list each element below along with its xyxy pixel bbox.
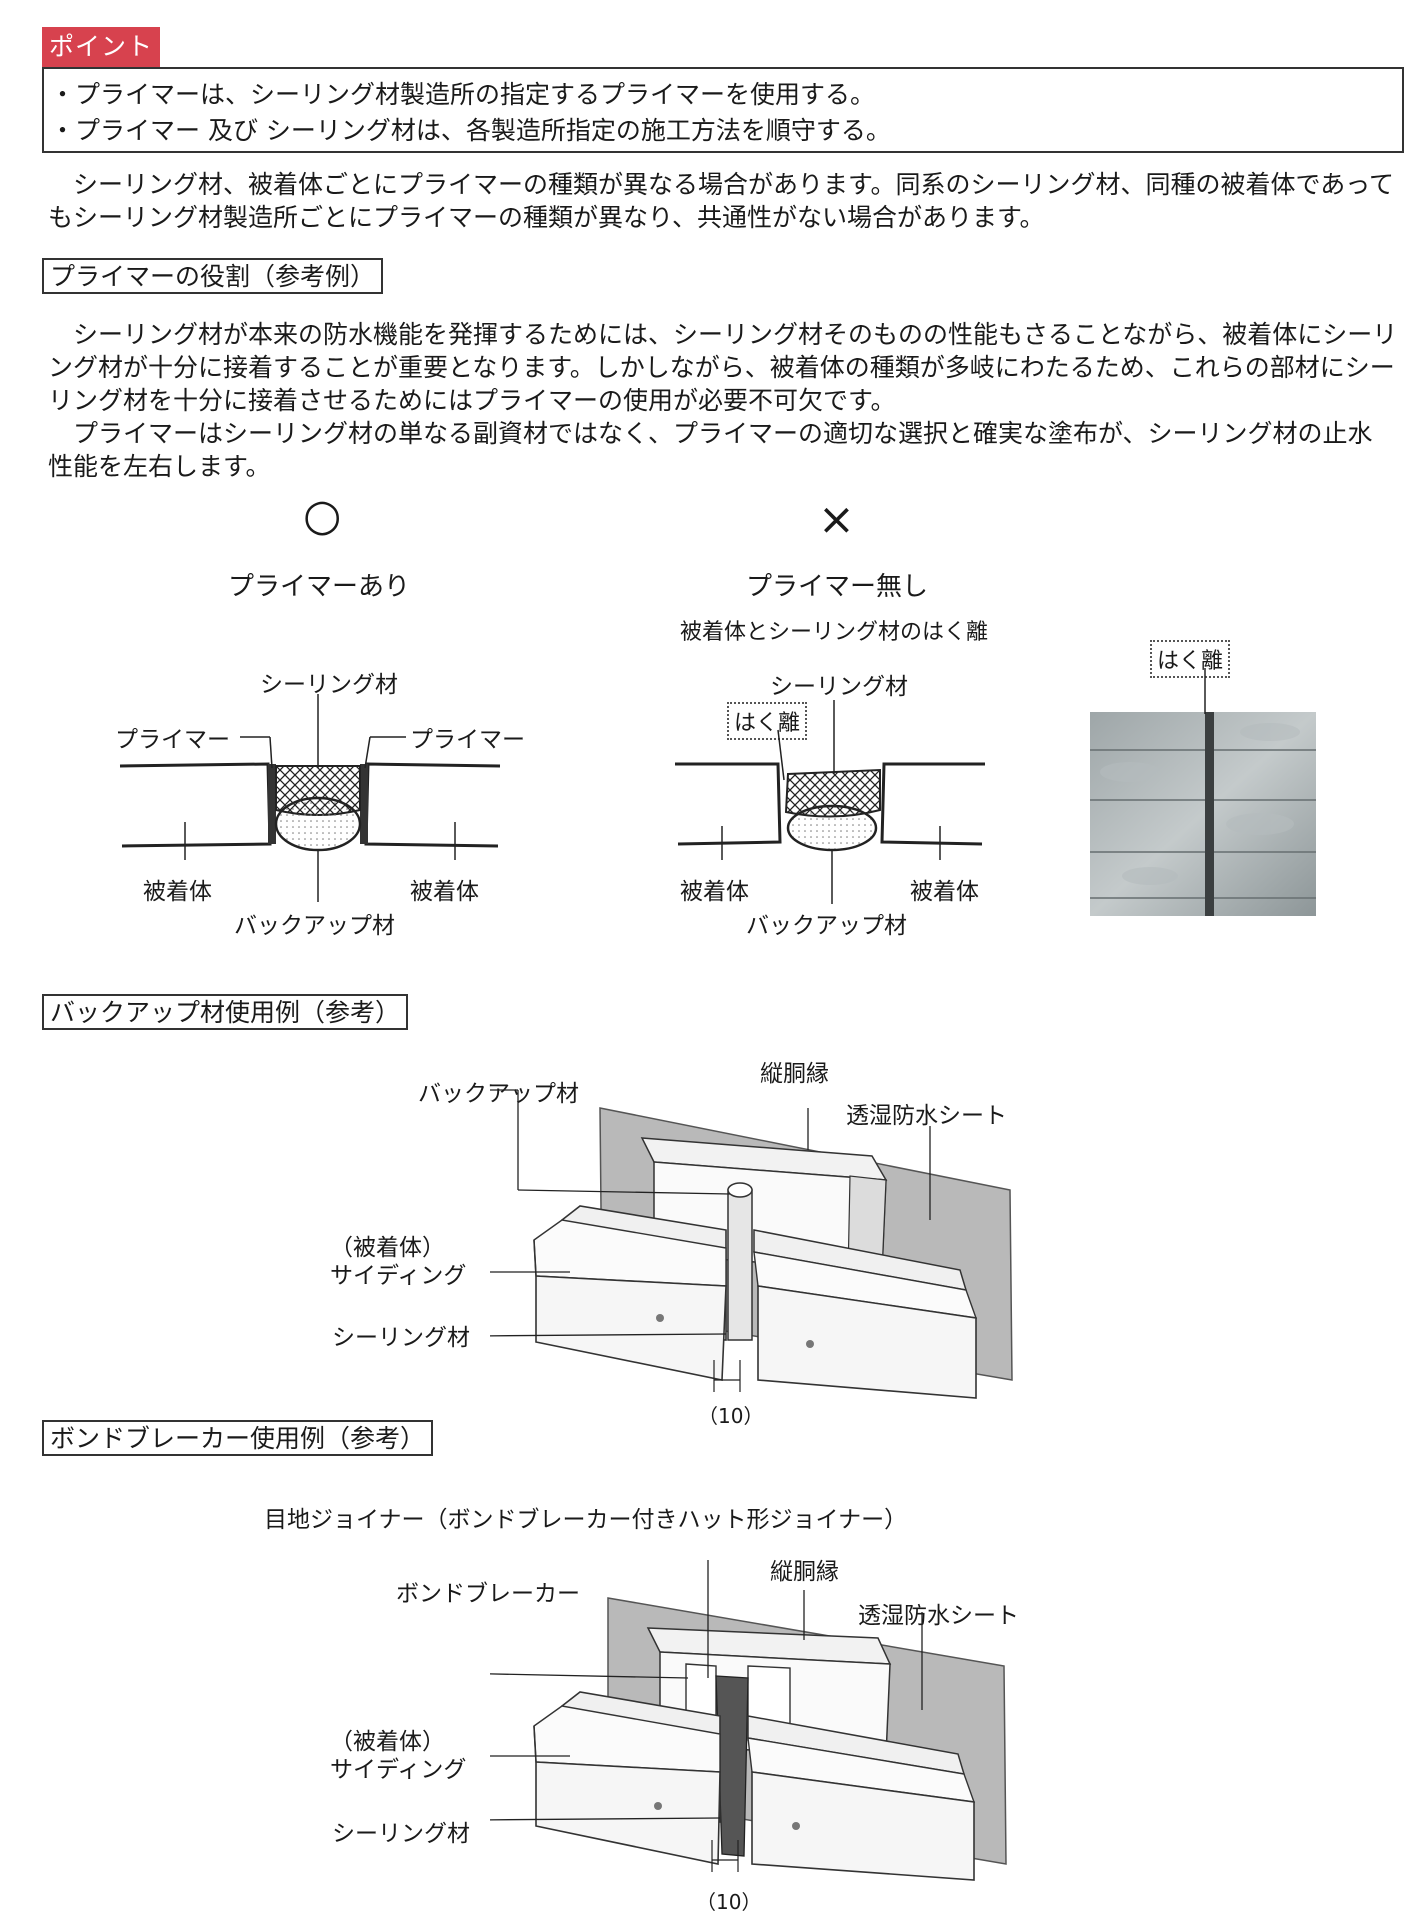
bad-joint-diagram xyxy=(675,700,985,904)
point-line-1: ・プライマーは、シーリング材製造所の指定するプライマーを使用する。 xyxy=(50,80,876,109)
role-line-2: ング材が十分に接着することが重要となります。しかしながら、被着体の種類が多岐にわ… xyxy=(48,353,1395,382)
role-line-1: シーリング材が本来の防水機能を発揮するためには、シーリング材そのものの性能もさる… xyxy=(48,320,1398,349)
good-sealant-label: シーリング材 xyxy=(260,672,398,698)
point-box: ・プライマーは、シーリング材製造所の指定するプライマーを使用する。 ・プライマー… xyxy=(42,67,1404,153)
role-line-4: プライマーはシーリング材の単なる副資材ではなく、プライマーの適切な選択と確実な塗… xyxy=(48,419,1373,448)
role-heading: プライマーの役割（参考例） xyxy=(42,258,384,294)
bond-example-sheet-label: 透湿防水シート xyxy=(858,1603,1019,1629)
backup-example-drawing xyxy=(490,1089,1013,1399)
backup-example-furring-label: 縦胴縁 xyxy=(760,1061,829,1087)
bond-example-furring-label: 縦胴縁 xyxy=(770,1559,839,1585)
good-primer-left-label: プライマー xyxy=(115,727,230,753)
bond-example-joiner-label: 目地ジョイナー（ボンドブレーカー付きハット形ジョイナー） xyxy=(264,1507,908,1533)
bad-sealant-label: シーリング材 xyxy=(770,674,908,700)
role-paragraph: シーリング材が本来の防水機能を発揮するためには、シーリング材そのものの性能もさる… xyxy=(48,318,1408,483)
backup-example-siding-2: サイディング xyxy=(330,1263,467,1289)
bad-backup-label: バックアップ材 xyxy=(746,913,907,939)
role-line-3: リング材を十分に接着させるためにはプライマーの使用が必要不可欠です。 xyxy=(48,386,896,415)
backup-example-heading: バックアップ材使用例（参考） xyxy=(42,994,409,1030)
bad-substrate-left-label: 被着体 xyxy=(680,879,749,905)
bad-subtitle: 被着体とシーリング材のはく離 xyxy=(680,620,989,645)
backup-example-sealant-label: シーリング材 xyxy=(332,1325,470,1351)
intro-line-1: シーリング材、被着体ごとにプライマーの種類が異なる場合があります。同系のシーリン… xyxy=(48,170,1395,199)
photo-leader-line xyxy=(1204,668,1206,714)
good-symbol: ○ xyxy=(303,490,342,541)
bond-example-siding-1: （被着体） xyxy=(330,1729,445,1755)
bond-example-heading: ボンドブレーカー使用例（参考） xyxy=(42,1420,434,1456)
bond-example-bond-label: ボンドブレーカー xyxy=(396,1581,580,1607)
role-line-5: 性能を左右します。 xyxy=(48,452,271,481)
good-primer-right-label: プライマー xyxy=(410,727,525,753)
point-line-2: ・プライマー 及び シーリング材は、各製造所指定の施工方法を順守する。 xyxy=(50,116,891,145)
peel-photo xyxy=(1090,712,1316,916)
backup-example-sheet-label: 透湿防水シート xyxy=(846,1103,1007,1129)
bad-peel-label: はく離 xyxy=(727,702,808,740)
intro-paragraph: シーリング材、被着体ごとにプライマーの種類が異なる場合があります。同系のシーリン… xyxy=(48,168,1408,234)
intro-line-2: もシーリング材製造所ごとにプライマーの種類が異なり、共通性がない場合があります。 xyxy=(48,203,1045,232)
photo-peel-label: はく離 xyxy=(1150,640,1231,678)
good-backup-label: バックアップ材 xyxy=(234,913,395,939)
bond-example-sealant-label: シーリング材 xyxy=(332,1821,470,1847)
point-tag: ポイント xyxy=(42,27,160,67)
good-substrate-right-label: 被着体 xyxy=(410,879,479,905)
good-title: プライマーあり xyxy=(228,572,411,602)
backup-example-siding-1: （被着体） xyxy=(330,1235,445,1261)
bond-example-drawing xyxy=(490,1560,1007,1881)
bad-substrate-right-label: 被着体 xyxy=(910,879,979,905)
good-substrate-left-label: 被着体 xyxy=(143,879,212,905)
bad-title: プライマー無し xyxy=(746,572,929,602)
bond-example-siding-2: サイディング xyxy=(330,1757,467,1783)
bond-example-gap-label: （10） xyxy=(696,1890,762,1914)
backup-example-gap-label: （10） xyxy=(698,1404,764,1428)
good-joint-diagram xyxy=(119,694,501,902)
backup-example-backup-label: バックアップ材 xyxy=(418,1081,579,1107)
bad-symbol: × xyxy=(818,494,855,545)
